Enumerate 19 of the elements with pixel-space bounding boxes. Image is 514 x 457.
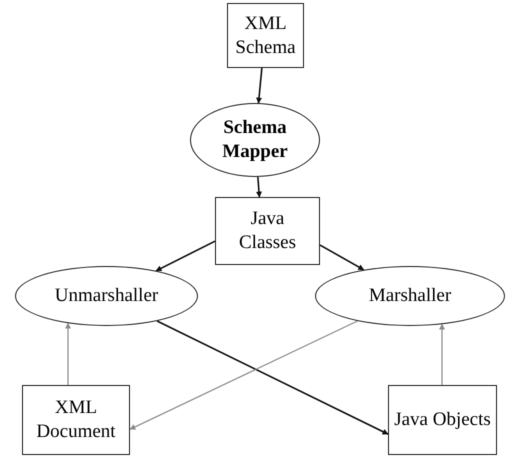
arrow [129, 320, 358, 430]
process-box [227, 3, 304, 68]
node-label: XML Schema [234, 12, 297, 60]
node-label: XML Document [35, 396, 117, 444]
arrow [65, 322, 71, 385]
arrow [156, 320, 389, 435]
arrow [256, 68, 263, 104]
node-label: Java Objects [393, 408, 492, 432]
node-label: Java Classes [238, 207, 297, 255]
node-label: Marshaller [368, 284, 452, 308]
node-label: Schema Mapper [221, 116, 289, 164]
process-box [388, 385, 497, 455]
arrow [320, 244, 364, 270]
arrow [439, 324, 445, 385]
arrow [256, 176, 262, 198]
process-box [22, 385, 130, 455]
process-box [215, 197, 320, 265]
node-label: Unmarshaller [54, 284, 160, 308]
arrow [156, 240, 216, 272]
